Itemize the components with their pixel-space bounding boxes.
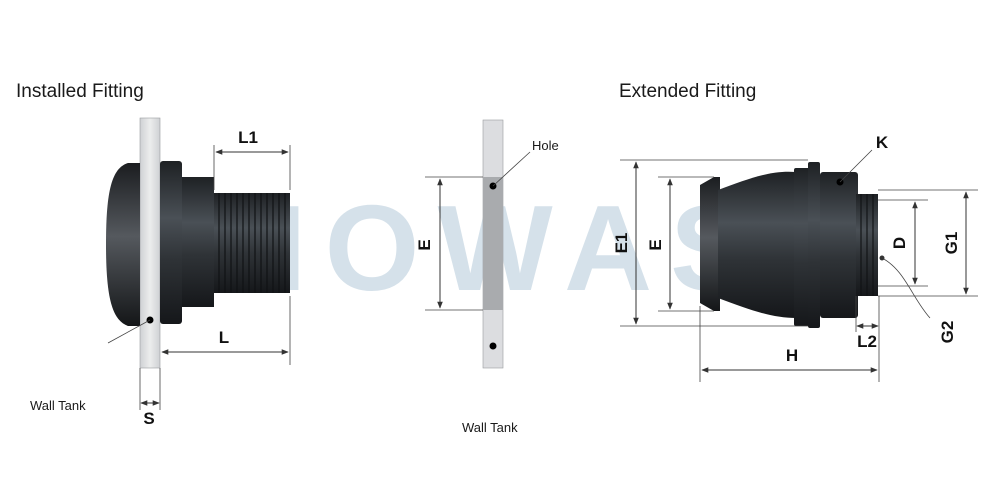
dimension-k: K [876,133,889,152]
dimension-l: L [219,328,229,347]
dimension-g1: G1 [942,232,961,255]
installed-fitting-title: Installed Fitting [16,81,144,102]
fitting-barrel [718,171,796,318]
dimension-e1: E1 [612,233,631,254]
hole-region [483,177,503,310]
wall-tank-label-middle: Wall Tank [462,420,518,435]
dimension-g2: G2 [938,321,957,344]
fitting-nut-extended [820,172,858,318]
dimension-s: S [143,409,154,428]
fitting-flange-dome [106,163,140,326]
wall-tank-label-left: Wall Tank [30,398,86,413]
dimension-e-right: E [646,239,665,250]
dimension-l2: L2 [857,332,877,351]
fitting-nut [160,161,182,324]
dimension-l1: L1 [238,128,258,147]
wall-hole-section: Hole E Wall Tank [415,119,559,435]
extended-fitting-title: Extended Fitting [619,81,756,102]
dimension-d: D [890,237,909,249]
hole-label: Hole [532,138,559,153]
dimension-h: H [786,346,798,365]
extended-fitting: K E1 E D G1 G2 L2 H [612,133,978,382]
installed-fitting: L1 L S Wall Tank [30,117,291,428]
wall-panel-left [139,117,161,369]
dimension-e-middle: E [415,239,434,250]
